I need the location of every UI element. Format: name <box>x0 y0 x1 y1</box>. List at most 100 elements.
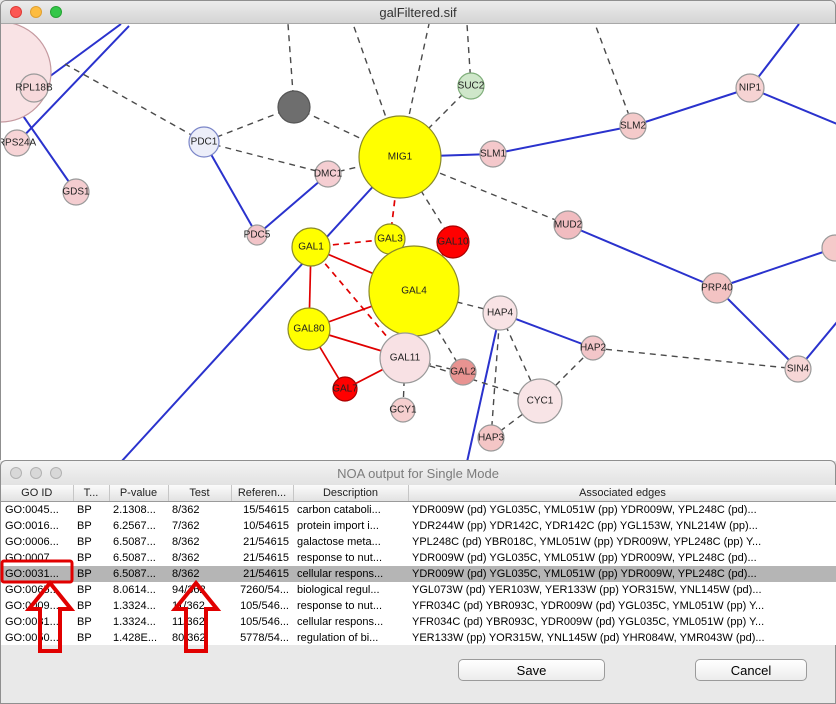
cell-type: BP <box>77 536 92 548</box>
edge[interactable] <box>203 141 258 236</box>
edge[interactable] <box>466 312 501 461</box>
column-header-2[interactable]: P-value <box>109 485 169 502</box>
node-big-left[interactable] <box>1 24 52 123</box>
edge[interactable] <box>716 287 799 370</box>
node-gray-node[interactable] <box>277 90 311 124</box>
edge[interactable] <box>594 24 634 127</box>
node-GAL4[interactable] <box>368 245 460 337</box>
save-button[interactable]: Save <box>458 659 605 681</box>
node-right-edge-node[interactable] <box>821 234 836 262</box>
edge[interactable] <box>399 85 472 158</box>
cell-edges: YDR009W (pd) YGL035C, YML051W (pp) YDR00… <box>412 552 757 564</box>
network-canvas[interactable]: RPL18BRPS24AGDS1PDC1DMC1MIG1SUC2SLM1SLM2… <box>1 24 836 461</box>
node-PDC5[interactable] <box>246 224 268 246</box>
zoom-button[interactable] <box>50 467 62 479</box>
edge[interactable] <box>399 156 569 226</box>
noa-window-title: NOA output for Single Mode <box>337 465 499 481</box>
edge[interactable] <box>492 125 634 155</box>
node-SLM2[interactable] <box>619 112 647 140</box>
node-HAP3[interactable] <box>477 424 505 452</box>
zoom-button[interactable] <box>50 6 62 18</box>
edge[interactable] <box>16 25 130 144</box>
cell-edges: YPL248C (pd) YBR018C, YML051W (pp) YDR00… <box>412 536 762 548</box>
close-button[interactable] <box>10 6 22 18</box>
node-RPL18B[interactable] <box>19 73 49 103</box>
node-HAP4[interactable] <box>482 295 518 331</box>
column-header-4[interactable]: Referen... <box>231 485 294 502</box>
node-GAL10[interactable] <box>436 225 470 259</box>
edge[interactable] <box>632 87 751 127</box>
node-HAP2[interactable] <box>580 335 606 361</box>
cell-edges: YFR034C (pd) YBR093C, YDR009W (pd) YGL03… <box>412 616 765 628</box>
node-DMC1[interactable] <box>314 160 342 188</box>
edge[interactable] <box>293 106 401 158</box>
cell-p_value: 6.5087... <box>109 566 168 582</box>
cell-test: 94/362 <box>172 584 206 596</box>
close-button[interactable] <box>10 467 22 479</box>
cell-description: cellular respons... <box>297 616 384 628</box>
node-GDS1[interactable] <box>62 178 90 206</box>
cell-go_id: GO:0009... <box>5 600 59 612</box>
cell-description: regulation of bi... <box>297 632 379 644</box>
cell-test: 11/362 <box>172 616 205 628</box>
node-SUC2[interactable] <box>457 72 485 100</box>
edge[interactable] <box>256 173 329 236</box>
column-header-0[interactable]: GO ID <box>1 485 74 502</box>
cell-test: 8/362 <box>168 566 231 582</box>
column-header-3[interactable]: Test <box>168 485 232 502</box>
edge[interactable] <box>399 156 454 243</box>
noa-window-titlebar[interactable]: NOA output for Single Mode <box>1 461 835 486</box>
edge[interactable] <box>490 312 501 439</box>
column-header-5[interactable]: Description <box>293 485 409 502</box>
edge[interactable] <box>592 347 799 370</box>
node-GAL1[interactable] <box>291 227 331 267</box>
node-RPS24A[interactable] <box>3 129 31 157</box>
node-NIP1[interactable] <box>735 73 765 103</box>
cancel-button[interactable]: Cancel <box>695 659 807 681</box>
edge[interactable] <box>402 357 406 411</box>
cell-type: BP <box>77 616 92 628</box>
node-GAL80[interactable] <box>287 307 331 351</box>
node-SLM1[interactable] <box>479 140 507 168</box>
node-GCY1[interactable] <box>390 397 416 423</box>
node-MIG1[interactable] <box>358 115 442 199</box>
edge[interactable] <box>716 247 836 289</box>
edge[interactable] <box>203 141 329 175</box>
node-GAL2[interactable] <box>449 358 477 386</box>
minimize-button[interactable] <box>30 467 42 479</box>
node-MUD2[interactable] <box>553 210 583 240</box>
column-header-1[interactable]: T... <box>73 485 110 502</box>
minimize-button[interactable] <box>30 6 42 18</box>
cell-p_value: 1.3324... <box>113 616 156 628</box>
cell-p_value: 1.428E... <box>113 632 158 644</box>
edge[interactable] <box>567 224 718 289</box>
cell-edges: YDR009W (pd) YGL035C, YML051W (pp) YDR00… <box>412 504 757 516</box>
edge[interactable] <box>749 87 836 125</box>
node-PDC1[interactable] <box>188 126 220 158</box>
cell-go_id: GO:0006... <box>5 536 59 548</box>
edge[interactable] <box>18 109 77 193</box>
cell-go_id: GO:0031... <box>1 566 73 582</box>
node-PRP40[interactable] <box>701 272 733 304</box>
cell-type: BP <box>77 520 92 532</box>
node-SIN4[interactable] <box>784 355 812 383</box>
cell-reference: 15/54615 <box>243 504 289 516</box>
edge[interactable] <box>120 156 401 461</box>
edge[interactable] <box>64 63 205 143</box>
cell-test: 80/362 <box>172 632 206 644</box>
node-GAL11[interactable] <box>379 332 431 384</box>
network-window-titlebar[interactable]: galFiltered.sif <box>1 1 835 24</box>
node-CYC1[interactable] <box>517 378 563 424</box>
node-GAL7[interactable] <box>332 376 358 402</box>
cell-go_id: GO:0065... <box>5 584 59 596</box>
column-header-6[interactable]: Associated edges <box>408 485 836 502</box>
